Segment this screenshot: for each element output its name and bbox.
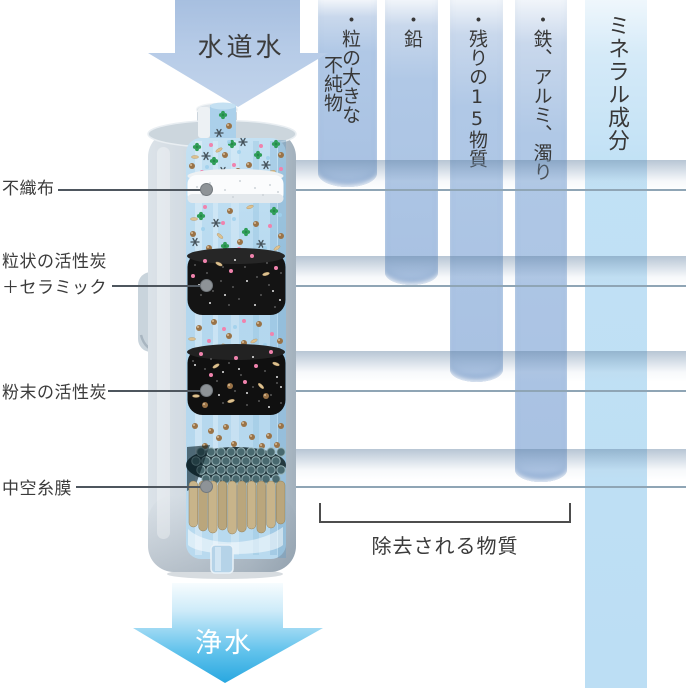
clean-water-arrow-label: 浄水 [195,628,253,659]
removed-substances-bracket [319,503,571,523]
label-nonwoven-fabric: 不織布 [2,179,55,199]
leader-dot-granular [200,279,213,292]
label-hollow-fiber: 中空糸膜 [2,479,72,499]
leader-line-fabric [210,189,686,191]
column-remaining-15-substances-label: ・残りの15物質 [466,10,488,168]
label-granular-carbon-line1: 粒状の活性炭 [2,252,107,272]
nonwoven-fabric-layer [187,169,284,203]
leader-dark-granular [112,285,210,287]
level-band-granular-carbon [292,256,686,287]
column-mineral-components: ミネラル成分 [585,0,647,688]
removed-substances-caption: 除去される物質 [371,534,519,558]
level-band-hollow-fiber [292,449,686,480]
column-lead: ・鉛 [385,0,438,285]
inlet-pipe-cutaway [198,102,236,139]
column-remaining-15-substances: ・残りの15物質 [450,0,503,382]
filter-cartridge-illustration [138,102,297,579]
level-band-fabric [292,160,686,191]
column-lead-label: ・鉛 [401,10,423,48]
label-granular-carbon-line2: ＋セラミック [2,277,107,298]
level-band-powder-carbon [292,351,686,382]
tap-water-arrow-label: 水道水 [197,33,285,63]
outlet-nozzle [210,544,234,574]
leader-dark-fabric [58,189,210,191]
label-powdered-carbon: 粉末の活性炭 [2,383,107,403]
column-large-impurities-label-line2: 不純物 [321,55,343,112]
column-large-impurities-label-line1: ・粒の大きな [339,10,361,124]
leader-line-granular-carbon [210,285,686,287]
leader-dot-fabric [200,183,213,196]
label-granular-carbon: 粒状の活性炭 ＋セラミック [2,250,107,301]
column-mineral-components-label: ミネラル成分 [604,14,629,152]
leader-dark-hollow [76,486,210,488]
leader-dot-powder [200,384,213,397]
column-large-impurities: ・粒の大きな 不純物 [318,0,377,187]
hollow-fiber-layer [186,445,286,535]
granular-carbon-layer [187,248,286,315]
column-iron-aluminum-turbidity: ・鉄、アルミ、濁り [515,0,567,482]
leader-line-hollow-fiber [210,486,686,488]
leader-line-powder-carbon [210,390,686,392]
leader-dark-powder [108,390,210,392]
column-iron-aluminum-turbidity-label: ・鉄、アルミ、濁り [530,10,553,181]
powdered-carbon-layer [187,344,286,415]
leader-dot-hollow [200,480,213,493]
